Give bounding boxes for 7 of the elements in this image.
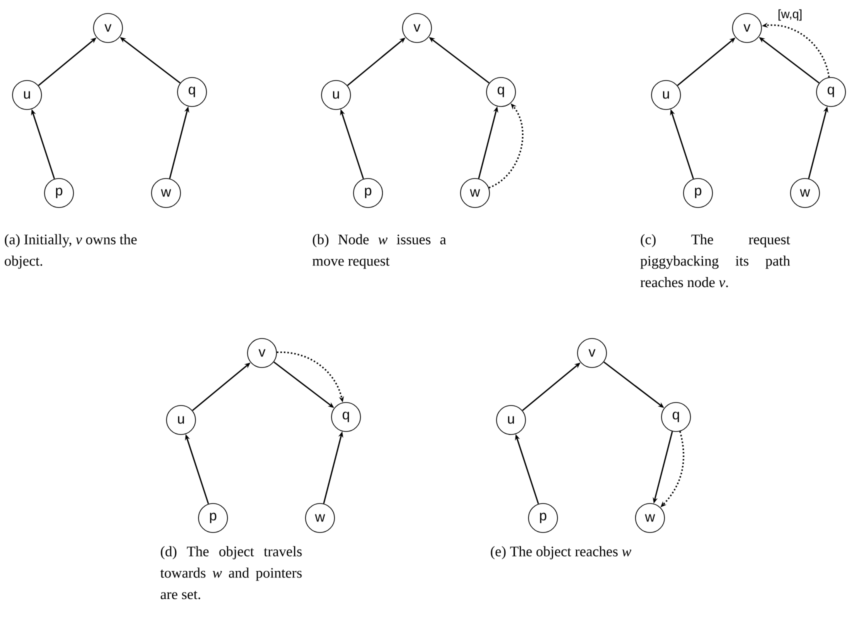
caption: (e) The object reaches w	[490, 546, 632, 560]
caption: (a) Initially, v owns the object.	[4, 234, 137, 269]
caption: (c) The request piggybacking its path reaches node v.	[640, 234, 790, 288]
edge-label: [w,q]	[776, 8, 804, 22]
arrow	[38, 38, 96, 86]
caption: (d) The object travels towards w and pointers are set.	[160, 546, 302, 600]
caption: (b) Node w issues a move request	[312, 234, 446, 269]
